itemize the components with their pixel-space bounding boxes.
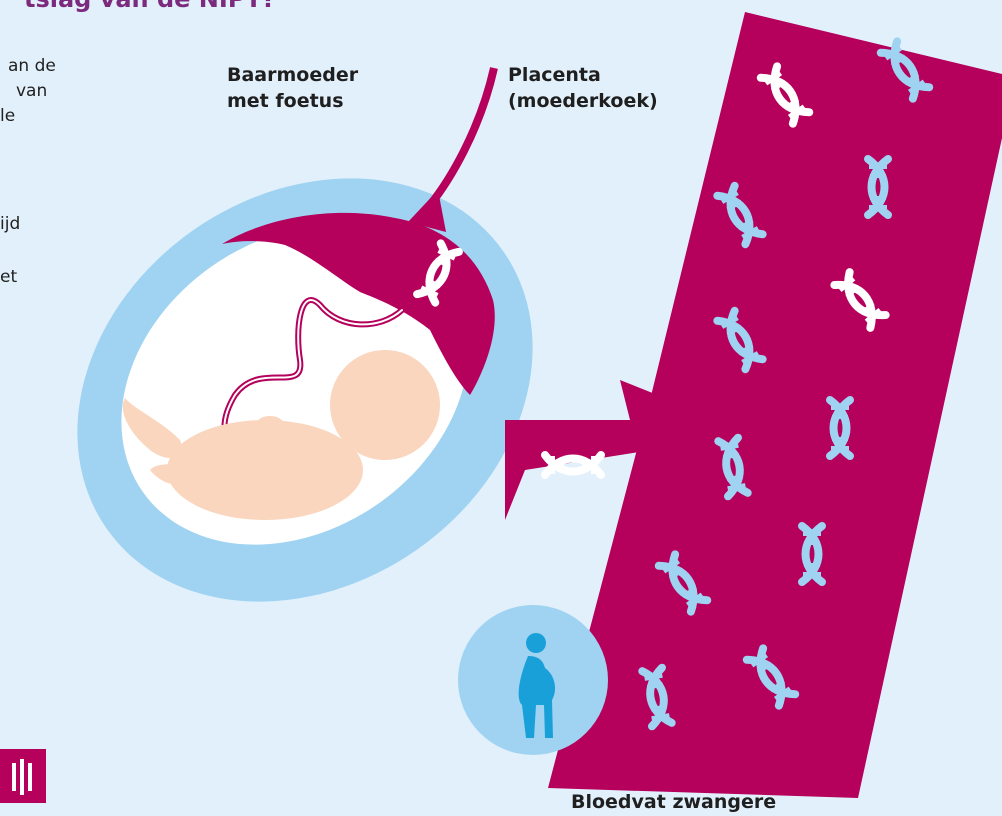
dna-icon	[545, 455, 601, 475]
uterus	[0, 91, 615, 688]
uterus-label-line: Baarmoeder	[227, 62, 358, 88]
blood-vessel-label: Bloedvat zwangere	[571, 789, 776, 815]
logo-icon	[0, 749, 46, 803]
uterus-label-line: met foetus	[227, 88, 344, 114]
placenta-label-line: Placenta	[508, 62, 601, 88]
blood-vessel	[548, 12, 1002, 798]
placenta-label-line: (moederkoek)	[508, 88, 658, 114]
arrow-icon	[430, 68, 494, 205]
